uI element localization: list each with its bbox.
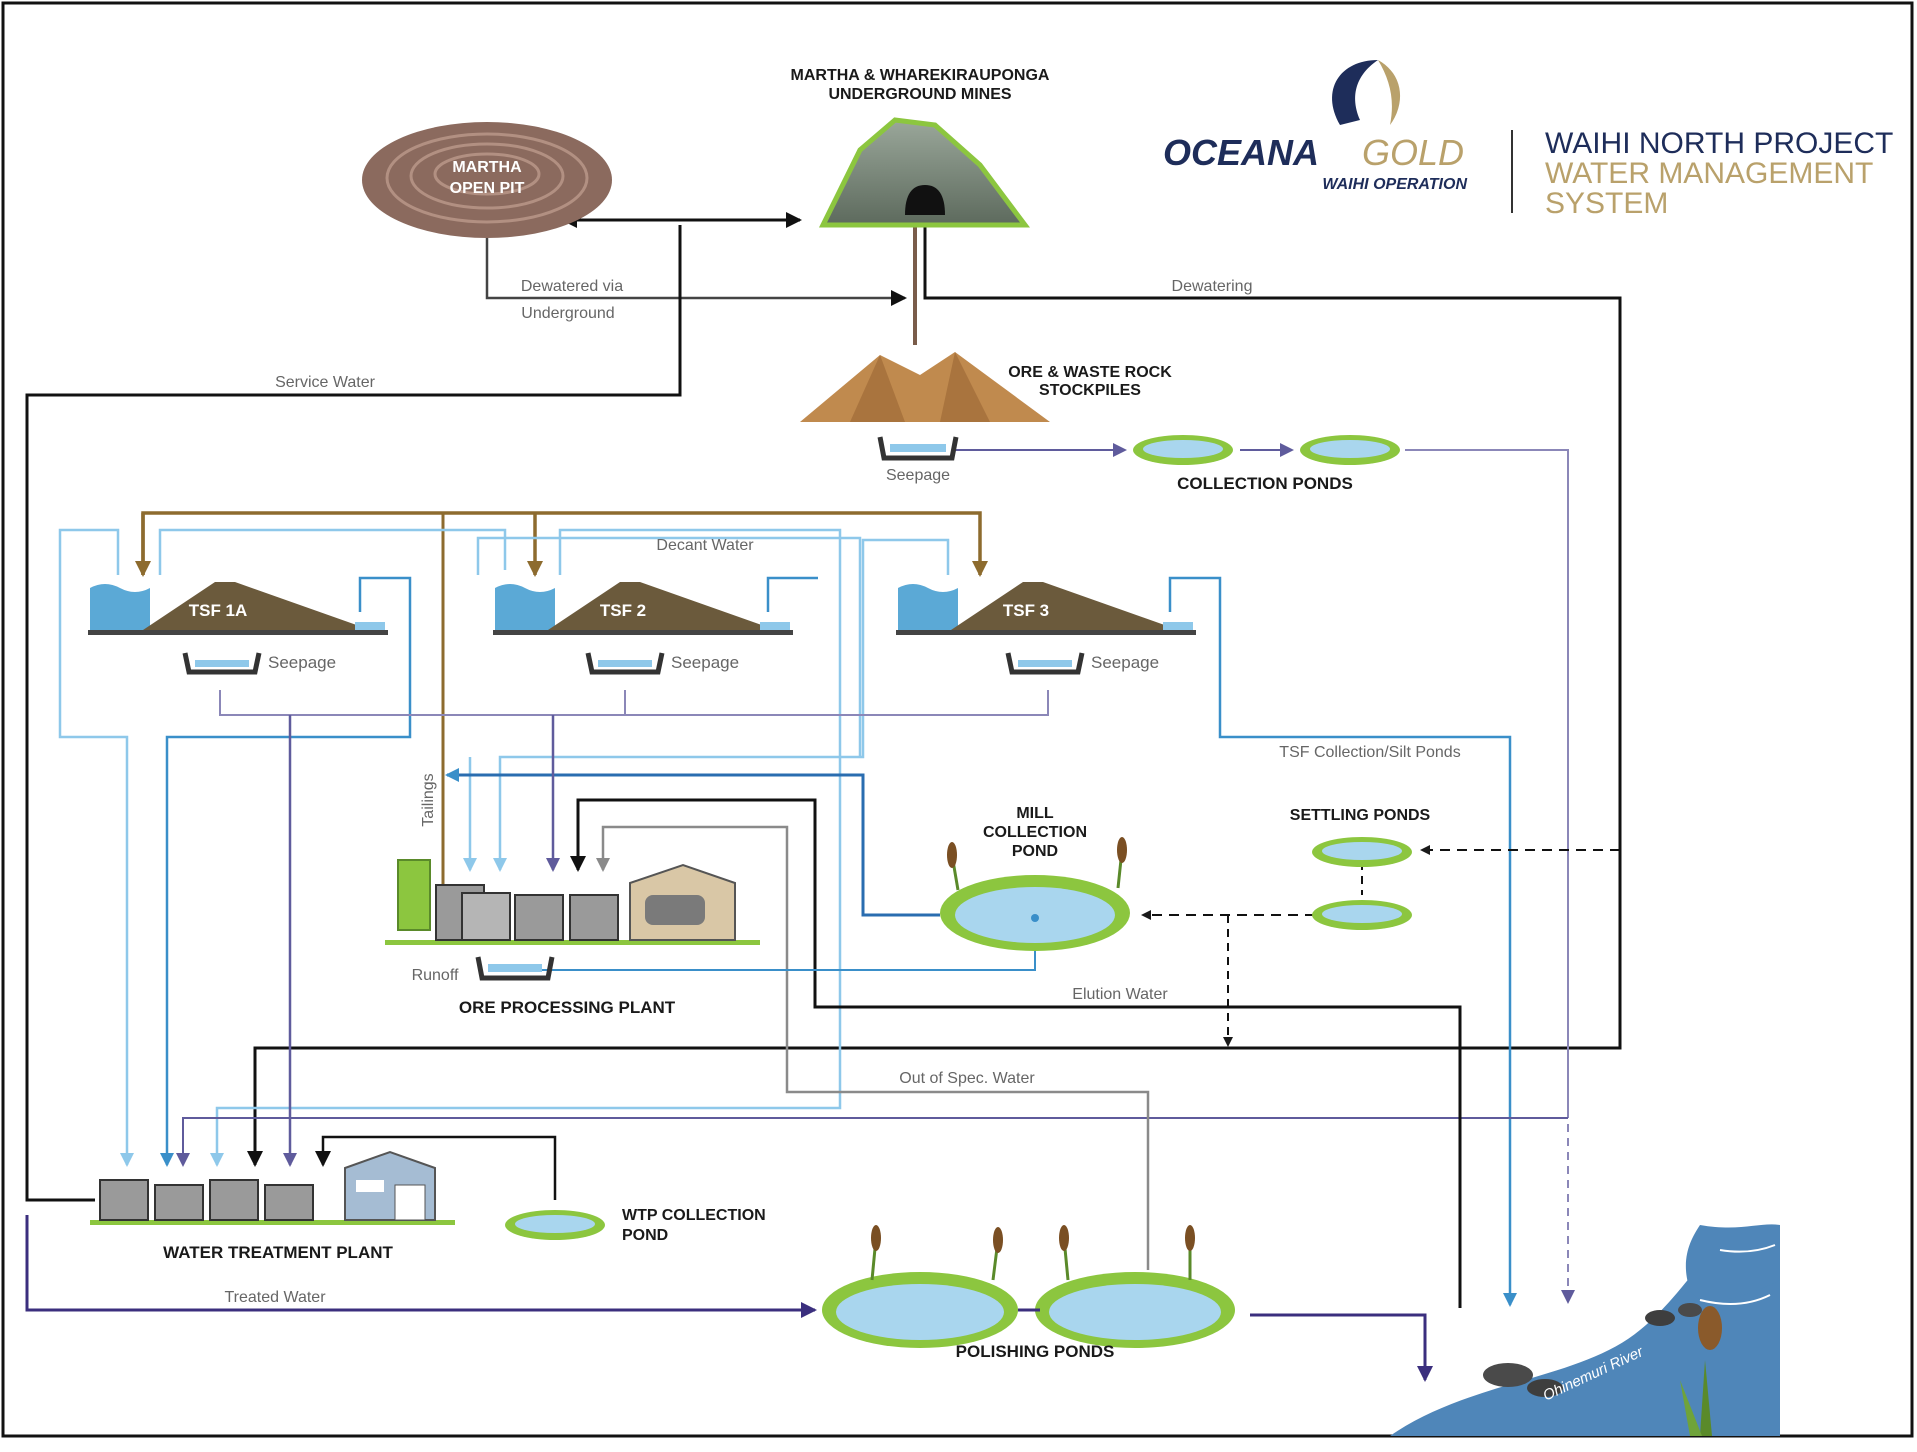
wtp-label: WATER TREATMENT PLANT xyxy=(163,1243,393,1262)
brand-swoosh-icon xyxy=(1332,60,1378,125)
tsf2-icon xyxy=(493,582,793,635)
service-water-line xyxy=(25,225,682,1202)
wtp-pond-label-1: WTP COLLECTION xyxy=(622,1207,766,1224)
tsf-seepage-trays-icon xyxy=(182,652,1085,675)
tsf-seepage-line xyxy=(219,690,1049,716)
martha-open-pit-icon xyxy=(362,122,612,238)
runoff-label: Runoff xyxy=(412,967,459,984)
tsf-collection-label: TSF Collection/Silt Ponds xyxy=(1279,744,1460,761)
tsf3-icon xyxy=(896,582,1196,635)
project-title-line3: SYSTEM xyxy=(1545,187,1668,220)
tailings-label: Tailings xyxy=(420,773,437,826)
stockpiles-icon xyxy=(800,352,1050,422)
mines-label-2: UNDERGROUND MINES xyxy=(828,86,1011,103)
collection-ponds-icon xyxy=(1133,435,1400,465)
project-title-line1: WAIHI NORTH PROJECT xyxy=(1545,127,1893,160)
ore-plant-label: ORE PROCESSING PLANT xyxy=(459,998,676,1017)
out-of-spec-line xyxy=(596,825,1150,1270)
tsf1a-icon xyxy=(88,582,388,635)
martha-pit-label-1: MARTHA xyxy=(452,159,522,176)
project-title-line2: WATER MANAGEMENT xyxy=(1545,157,1873,190)
runoff-tray-icon xyxy=(475,956,555,981)
treated-water-line xyxy=(25,1215,817,1318)
dewatering-line xyxy=(247,225,1622,1167)
martha-pit-label-2: OPEN PIT xyxy=(450,180,525,197)
dewatering-label: Dewatering xyxy=(1172,278,1253,295)
dewatered-label-2: Underground xyxy=(521,305,614,322)
flow-lines xyxy=(25,212,1622,1382)
service-water-label: Service Water xyxy=(275,374,376,391)
elution-water-line xyxy=(570,798,1462,1308)
stockpiles-label-2: STOCKPILES xyxy=(1039,382,1141,399)
tsf3-seepage-label: Seepage xyxy=(1091,653,1159,672)
polishing-ponds-label: POLISHING PONDS xyxy=(956,1342,1115,1361)
out-of-spec-label: Out of Spec. Water xyxy=(899,1070,1035,1087)
mill-return-line xyxy=(445,768,940,917)
tsf3-label: TSF 3 xyxy=(1003,601,1049,620)
tsf-collection-line xyxy=(160,576,412,1167)
mill-pond-label-3: POND xyxy=(1012,843,1058,860)
settling-ponds-icon xyxy=(1312,837,1412,930)
water-treatment-plant-icon xyxy=(90,1150,455,1225)
stockpiles-label-1: ORE & WASTE ROCK xyxy=(1008,364,1172,381)
dewatered-underground-line xyxy=(485,238,907,306)
collection-ponds-label: COLLECTION PONDS xyxy=(1177,474,1353,493)
tsf2-seepage-label: Seepage xyxy=(671,653,739,672)
wtp-pond-return-line xyxy=(315,1135,557,1200)
treated-water-label: Treated Water xyxy=(224,1289,326,1306)
tsf-collection-silt-line xyxy=(1168,576,1517,1307)
tsf1a-seepage-label: Seepage xyxy=(268,653,336,672)
elution-water-label: Elution Water xyxy=(1072,986,1168,1003)
mill-pond-label-1: MILL xyxy=(1016,805,1054,822)
tsf1a-label: TSF 1A xyxy=(189,601,248,620)
stockpile-seepage-label: Seepage xyxy=(886,467,950,484)
decant-water-label: Decant Water xyxy=(656,537,754,554)
collection-ponds-discharge-line xyxy=(1405,449,1569,1300)
mines-label-1: MARTHA & WHAREKIRAUPONGA xyxy=(791,67,1050,84)
underground-mine-icon xyxy=(818,117,1030,228)
dewatered-label-1: Dewatered via xyxy=(521,278,623,295)
wtp-collection-pond-icon xyxy=(505,1210,605,1240)
polishing-discharge-line xyxy=(1250,1313,1433,1382)
brand-gold-text: GOLD xyxy=(1362,132,1464,173)
mill-pond-label-2: COLLECTION xyxy=(983,824,1087,841)
oceanagold-logo: OCEANA GOLD WAIHI OPERATION xyxy=(1163,60,1467,193)
polishing-ponds-icon xyxy=(822,1225,1235,1348)
settling-ponds-label: SETTLING PONDS xyxy=(1290,807,1431,824)
tsf2-label: TSF 2 xyxy=(600,601,646,620)
brand-sub-text: WAIHI OPERATION xyxy=(1322,176,1467,193)
brand-ocean-text: OCEANA xyxy=(1163,132,1319,173)
mill-collection-pond-icon xyxy=(940,837,1130,951)
wtp-pond-label-2: POND xyxy=(622,1227,668,1244)
decant-water-line xyxy=(141,511,988,577)
ore-processing-plant-icon xyxy=(385,859,760,945)
river-icon xyxy=(1390,1224,1780,1436)
stockpile-seepage-tray-icon xyxy=(877,436,959,461)
tsf1a-water-line xyxy=(58,528,134,1167)
